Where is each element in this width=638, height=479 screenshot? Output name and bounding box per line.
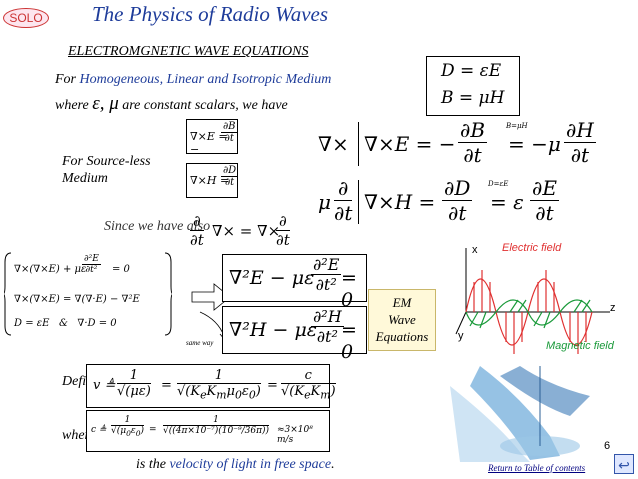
- velocity-statement: is the velocity of light in free space.: [136, 457, 335, 473]
- source-less-line1: For Source-less: [62, 154, 151, 169]
- electric-field-label: Electric field: [502, 242, 562, 254]
- section-subtitle: ELECTROMGNETIC WAVE EQUATIONS: [68, 44, 309, 59]
- commute-operators: ∂∂t ∇× = ∇× ∂∂t: [190, 212, 290, 249]
- vector-identity-system: ∇×(∇×E) + με ∂²E∂t² = 0 ∇×(∇×E) = ∇(∇·E)…: [4, 252, 174, 336]
- wave-equation-h: ∇²H − με ∂²H∂t² = 0: [222, 306, 367, 363]
- since-text: Since we have also: [104, 219, 211, 234]
- wave-equation-e: ∇²E − με ∂²E∂t² = 0: [222, 254, 367, 311]
- left-brace: [4, 252, 12, 336]
- bottom-prefix: is the: [136, 457, 170, 472]
- light-speed-definition: c ≜ 1√(μ0ε0) = 1√((4π×10⁻⁷)(10⁻⁹/36π)) ≈…: [86, 410, 330, 452]
- em-wave-label: EM Wave Equations: [368, 289, 436, 351]
- constants-suffix: are constant scalars, we have: [118, 98, 288, 113]
- right-brace: [164, 252, 172, 336]
- em-wave-diagram: [455, 248, 610, 354]
- bottom-highlight: velocity of light in free space: [169, 457, 332, 472]
- medium-statement: For Homogeneous, Linear and Isotropic Me…: [55, 72, 331, 88]
- constants-symbols: ε, μ: [92, 93, 119, 114]
- source-less-label: For Source-less Medium: [62, 153, 151, 187]
- constitutive-eq-d: D = εE: [441, 61, 502, 81]
- em-wave-figure: x y z Electric field Magnetic field: [440, 238, 636, 358]
- where-prefix: where: [55, 98, 93, 113]
- toc-link[interactable]: Return to Table of contents: [488, 463, 586, 473]
- constitutive-box: D = εE B = μH: [426, 56, 520, 116]
- medium-prefix: For: [55, 72, 80, 87]
- home-icon[interactable]: ↩: [614, 454, 634, 474]
- medium-highlight: Homogeneous, Linear and Isotropic Medium: [79, 72, 332, 87]
- wave-illustration: [440, 356, 610, 464]
- same-way-note: same way: [186, 339, 214, 347]
- page-title: The Physics of Radio Waves: [92, 2, 329, 26]
- constants-statement: where ε, μ are constant scalars, we have: [55, 93, 288, 115]
- constitutive-eq-b: B = μH: [441, 88, 505, 108]
- derivation-curl-e: ∇× ∇×E = − ∂B∂t B=μH = −μ ∂H∂t: [318, 118, 596, 167]
- em-line2: Wave: [388, 312, 416, 327]
- source-less-line2: Medium: [62, 171, 108, 186]
- curl-h-box: ∇×H = ∂D∂t: [186, 163, 239, 198]
- y-axis-label: y: [458, 330, 464, 342]
- em-line3: Equations: [375, 329, 429, 344]
- x-axis-label: x: [472, 244, 478, 256]
- page-number: 6: [604, 440, 611, 452]
- curl-e-box: ∇×E = − ∂B∂t: [186, 119, 238, 156]
- magnetic-field-label: Magnetic field: [546, 340, 614, 352]
- bottom-suffix: .: [331, 457, 335, 472]
- derivation-curl-h: μ ∂∂t ∇×H = ∂D∂t D=εE = ε ∂E∂t: [318, 176, 559, 225]
- solo-badge: SOLO: [3, 8, 49, 28]
- em-line1: EM: [392, 295, 412, 310]
- z-axis-label: z: [610, 302, 616, 314]
- velocity-definition: v ≜ 1√(με) = 1√(KeKmμ0ε0) = c√(KeKm): [86, 364, 336, 408]
